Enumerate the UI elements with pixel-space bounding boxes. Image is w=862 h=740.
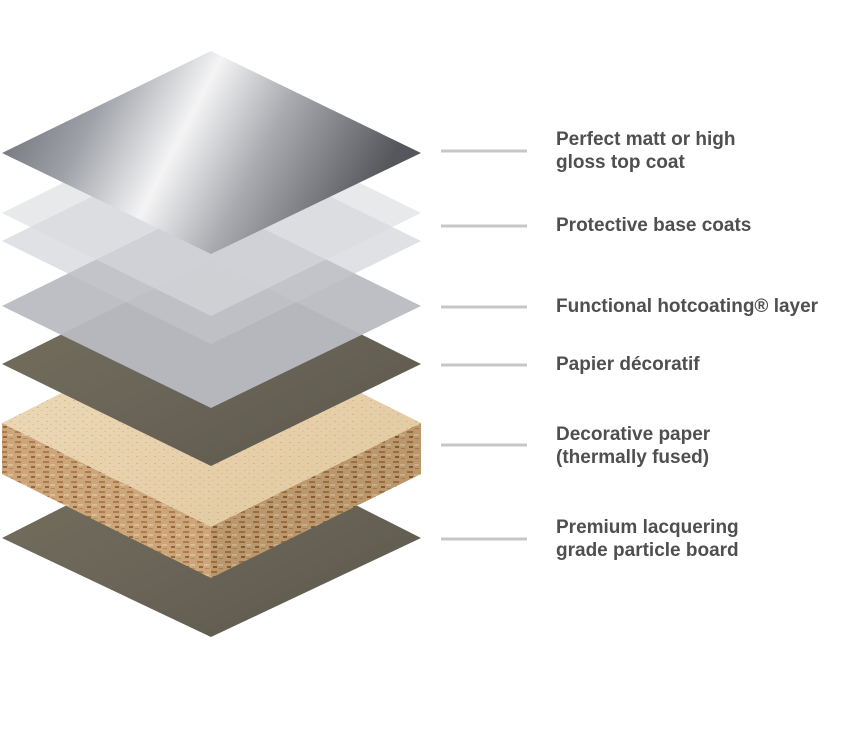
label-papier: Papier décoratif [556,353,700,376]
label-hotcoating: Functional hotcoating® layer [556,295,818,318]
label-papier-line-1: Papier décoratif [556,354,700,375]
top-coat-layer [2,51,421,254]
label-decorative: Decorative paper (thermally fused) [556,423,710,469]
label-base-coats: Protective base coats [556,214,751,237]
board-left-side [2,423,211,578]
label-base-coats-line-1: Protective base coats [556,215,752,236]
label-particle-board-line-1: Premium lacquering [556,517,739,538]
label-decorative-line-2: (thermally fused) [556,447,710,468]
label-particle-board: Premium lacquering grade particle board [556,516,739,562]
label-top-coat-line-1: Perfect matt or high [556,129,736,150]
label-top-coat: Perfect matt or high gloss top coat [556,128,735,174]
label-particle-board-line-2: grade particle board [556,540,739,561]
label-decorative-line-1: Decorative paper [556,424,711,445]
board-left-side-shade [2,423,211,578]
label-top-coat-line-2: gloss top coat [556,152,685,173]
label-hotcoating-line-1: Functional hotcoating® layer [556,296,819,317]
board-right-side-shade [211,423,421,578]
board-right-side [211,423,421,578]
